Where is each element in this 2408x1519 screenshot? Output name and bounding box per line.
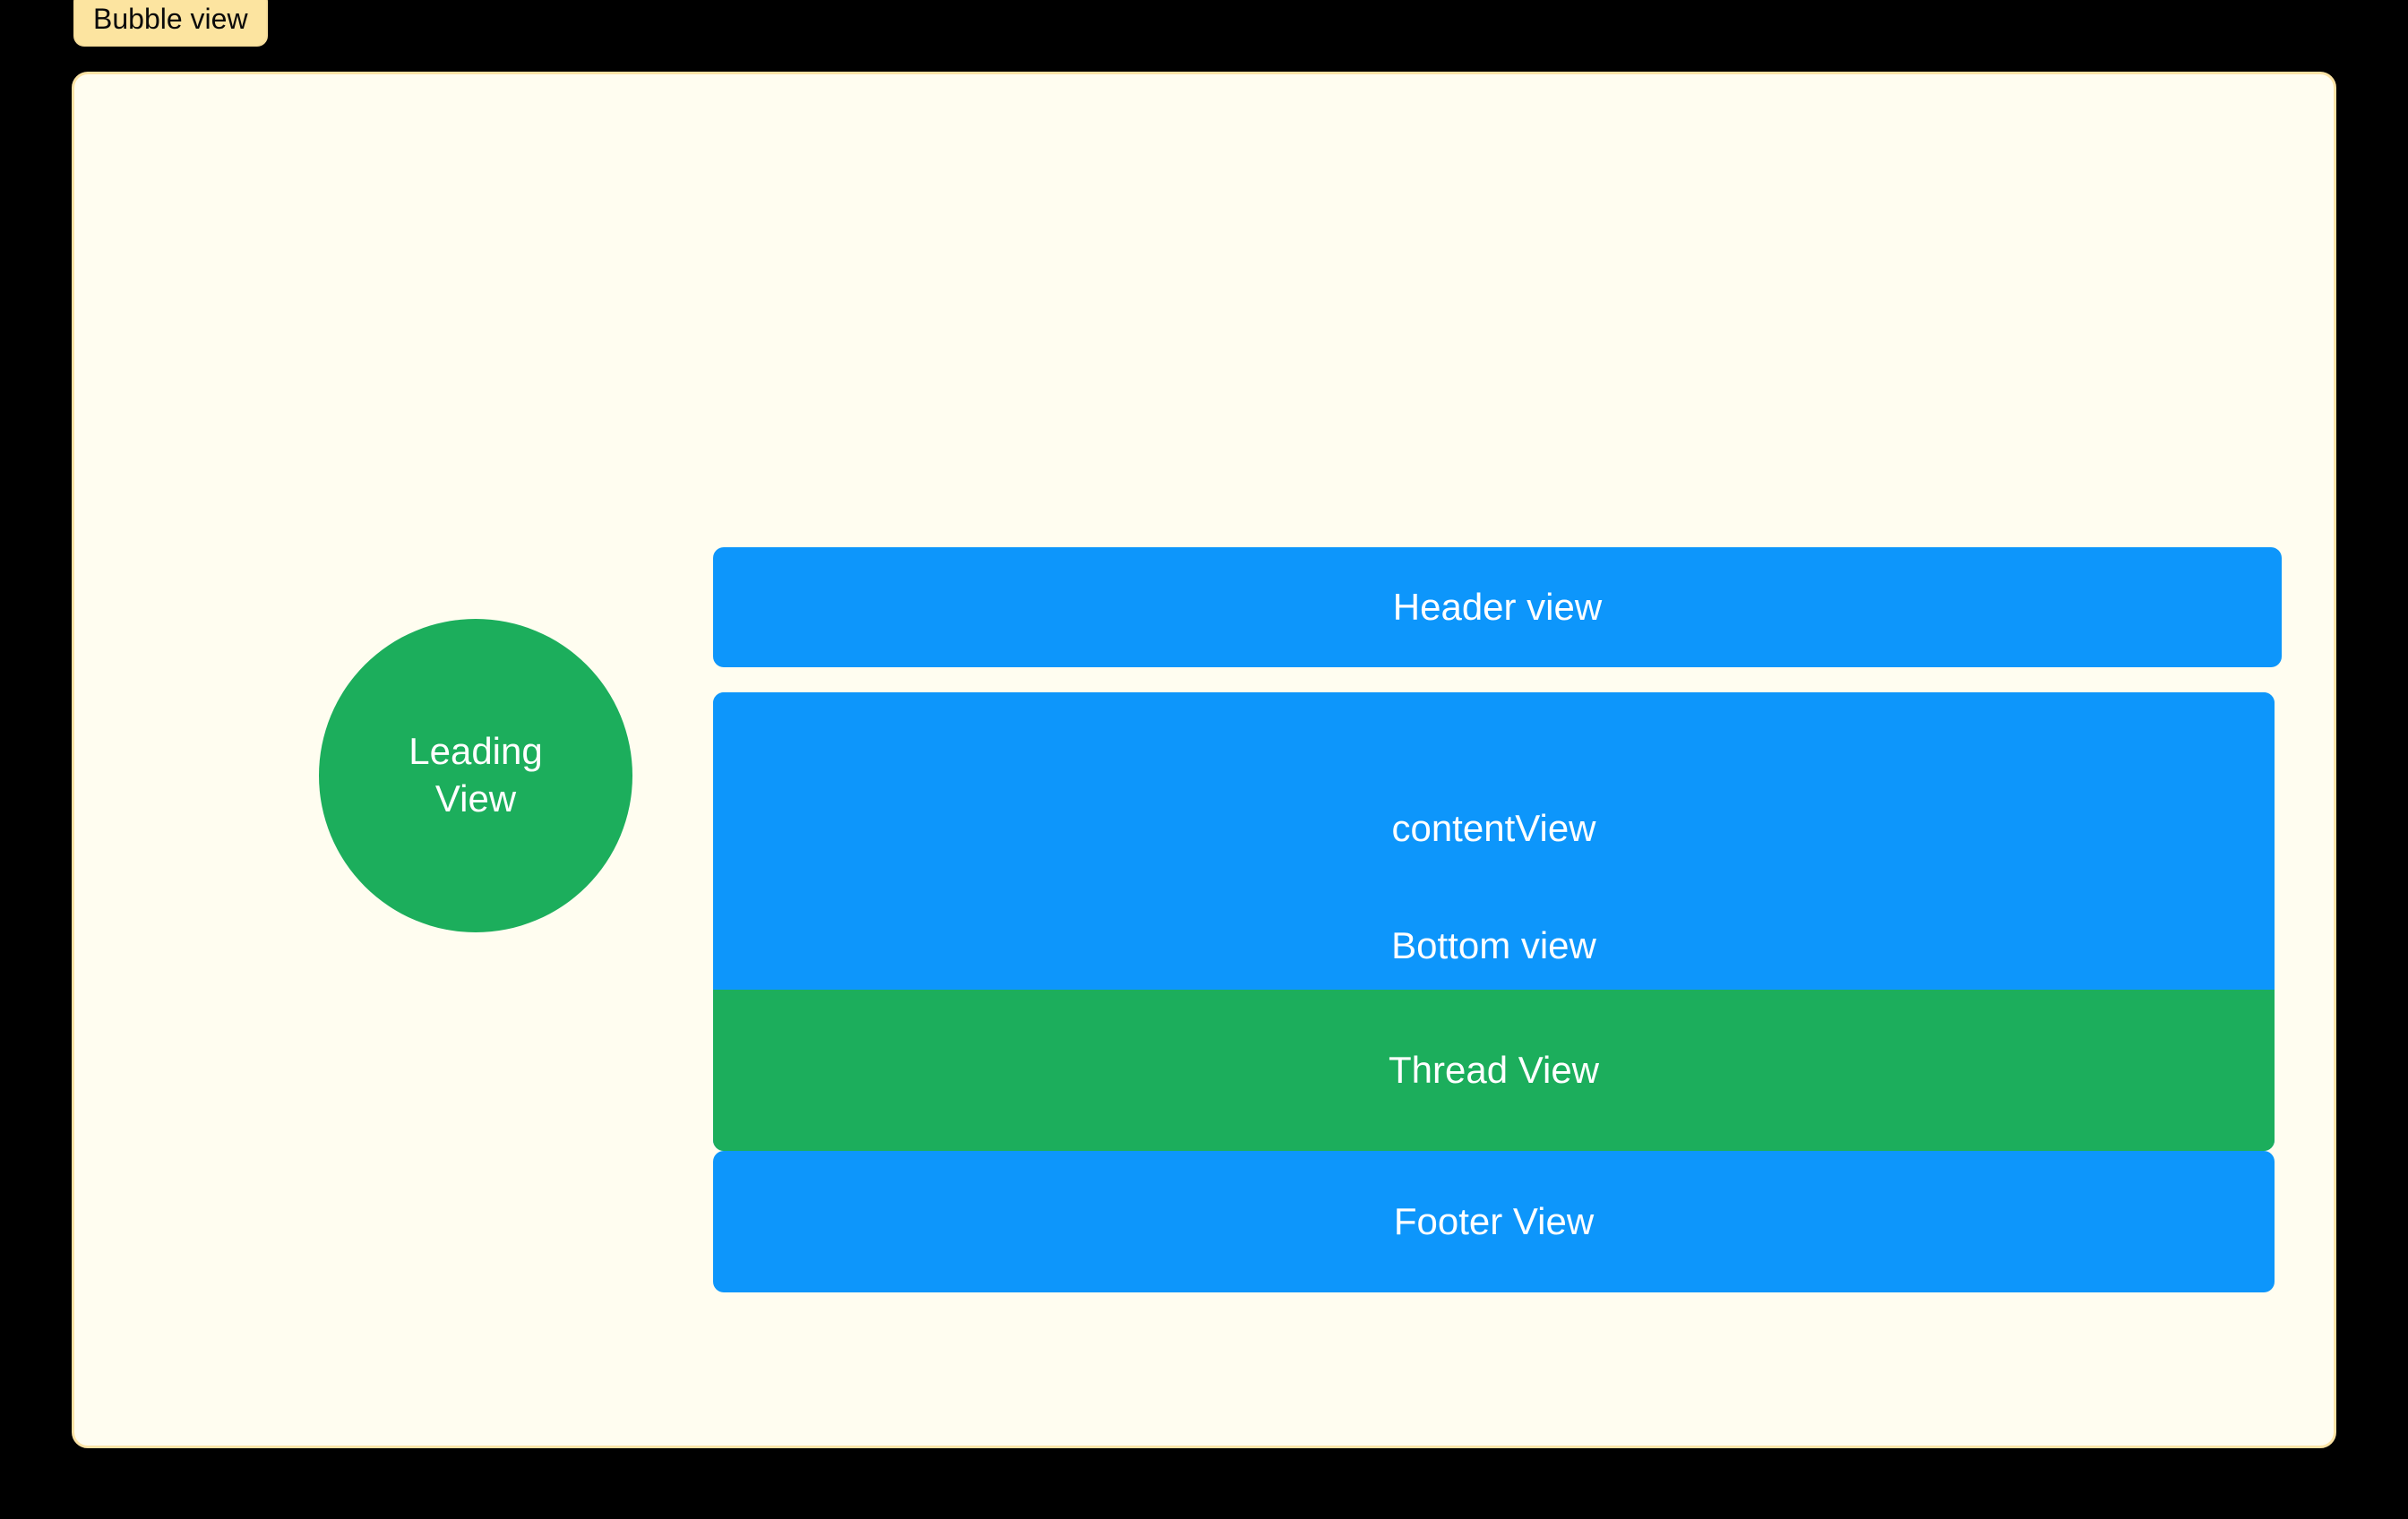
footer-view-bar[interactable]: Footer View [713,1151,2275,1292]
leading-view-circle[interactable]: Leading View [319,619,632,932]
bubble-view-tag: Bubble view [73,0,268,47]
bubble-view-container: Leading View Header view contentView Bot… [72,72,2336,1448]
footer-view-label: Footer View [1393,1200,1595,1242]
content-view-bar[interactable]: contentView Bottom view Thread View [713,692,2275,1151]
thread-view-label: Thread View [1388,1049,1600,1091]
leading-view-label-line-1: Leading [408,730,543,773]
header-view-bar[interactable]: Header view [713,547,2282,667]
bubble-view-tag-label: Bubble view [93,3,248,35]
thread-view-bar[interactable]: Thread View [713,990,2275,1151]
content-view-body [713,692,2275,990]
content-view-label: contentView [1391,807,1596,849]
bottom-view-label: Bottom view [1391,924,1596,966]
leading-view-label-line-2: View [434,777,517,820]
header-view-label: Header view [1392,586,1603,628]
